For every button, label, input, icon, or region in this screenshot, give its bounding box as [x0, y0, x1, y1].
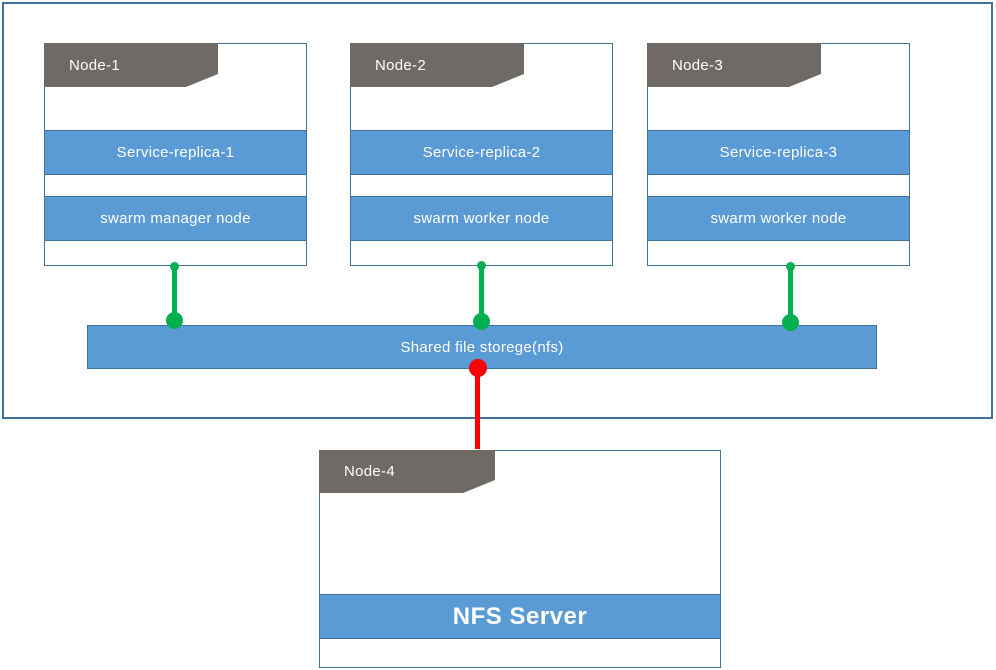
- swarm-role-3-bar: swarm worker node: [647, 196, 910, 241]
- green-connector-3-endpoint-dot: [782, 314, 799, 331]
- nfs-server-bar: NFS Server: [319, 594, 721, 639]
- service-replica-2-bar: Service-replica-2: [350, 130, 613, 175]
- node-2-tab: Node-2: [350, 43, 524, 87]
- node-4-tab: Node-4: [319, 450, 495, 493]
- red-connector-endpoint-dot: [469, 359, 487, 377]
- green-connector-2-endpoint-dot: [473, 313, 490, 330]
- swarm-role-1-bar: swarm manager node: [44, 196, 307, 241]
- service-replica-1-bar: Service-replica-1: [44, 130, 307, 175]
- node-3-tab: Node-3: [647, 43, 821, 87]
- green-connector-3-line: [788, 266, 793, 322]
- green-connector-2-top-cap: [477, 261, 486, 270]
- node-box-4: Node-4 NFS Server: [319, 450, 721, 668]
- node-box-2: Node-2 Service-replica-2 swarm worker no…: [350, 43, 613, 266]
- service-replica-3-bar: Service-replica-3: [647, 130, 910, 175]
- swarm-cluster-boundary: Node-1 Service-replica-1 swarm manager n…: [2, 2, 993, 419]
- node-3-title: Node-3: [672, 56, 723, 74]
- green-connector-2-line: [479, 265, 484, 321]
- swarm-role-2-bar: swarm worker node: [350, 196, 613, 241]
- node-4-title: Node-4: [344, 463, 395, 480]
- green-connector-1-top-cap: [170, 262, 179, 271]
- node-box-1: Node-1 Service-replica-1 swarm manager n…: [44, 43, 307, 266]
- green-connector-3-top-cap: [786, 262, 795, 271]
- green-connector-1-line: [172, 266, 177, 321]
- node-2-title: Node-2: [375, 56, 426, 74]
- green-connector-1-endpoint-dot: [166, 312, 183, 329]
- red-connector-line: [475, 368, 480, 449]
- node-1-title: Node-1: [69, 56, 120, 74]
- node-box-3: Node-3 Service-replica-3 swarm worker no…: [647, 43, 910, 266]
- node-1-tab: Node-1: [44, 43, 218, 87]
